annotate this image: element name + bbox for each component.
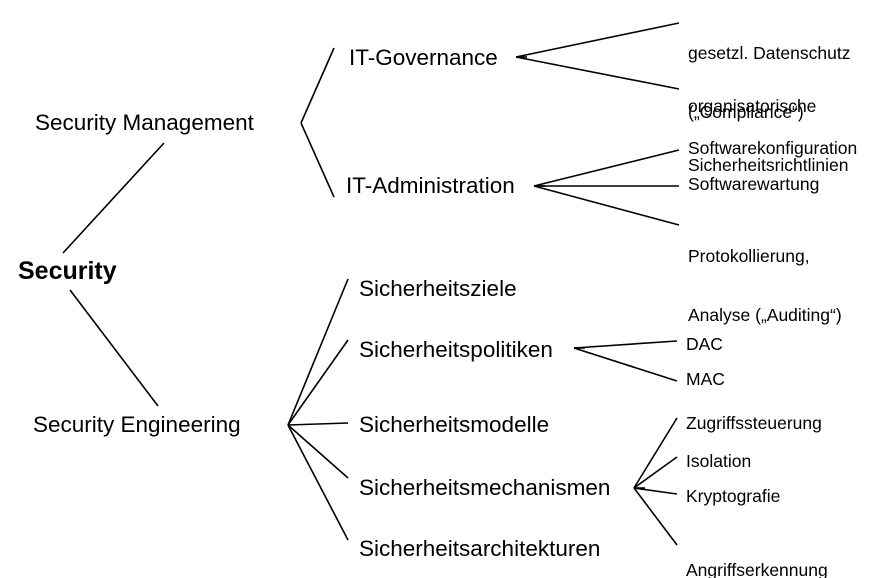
- node-it-administration[interactable]: IT-Administration: [346, 173, 515, 198]
- node-it-governance[interactable]: IT-Governance: [349, 45, 498, 70]
- edge-engineering-to-sicherheitsmechanismen: [287, 424, 349, 479]
- node-protokollierung-line1: Protokollierung,: [688, 246, 810, 267]
- node-protokollierung-analyse[interactable]: Protokollierung, Analyse („Auditing“): [688, 208, 842, 365]
- node-organisatorische-sicherheitsrichtlinien[interactable]: organisatorische Sicherheitsrichtlinien: [688, 58, 849, 215]
- node-softwarewartung[interactable]: Softwarewartung: [688, 174, 820, 194]
- edge-politiken-to-mac: [573, 347, 678, 382]
- node-security-management[interactable]: Security Management: [35, 110, 254, 135]
- edge-governance-to-richtlinien: [515, 56, 680, 90]
- edge-engineering-to-sicherheitspolitiken: [287, 339, 349, 426]
- node-gesetzl-datenschutz[interactable]: gesetzl. Datenschutz („Compliance“): [688, 5, 850, 162]
- edge-engineering-to-sicherheitsziele: [287, 278, 349, 426]
- edge-root-to-security-management: [62, 142, 165, 254]
- edge-mechanismen-to-isolation: [633, 456, 678, 489]
- edge-mechanismen-to-angriffserkennung: [633, 487, 678, 546]
- edge-engineering-to-sicherheitsarchitekturen: [287, 424, 349, 541]
- node-gesetzl-datenschutz-line2: („Compliance“): [688, 101, 804, 122]
- node-isolation[interactable]: Isolation: [686, 451, 752, 471]
- edge-administration-to-protokollierung: [533, 185, 680, 226]
- node-kryptografie[interactable]: Kryptografie: [686, 486, 781, 506]
- node-gesetzl-datenschutz-line1: gesetzl. Datenschutz: [688, 43, 851, 64]
- node-security-root[interactable]: Security: [18, 257, 117, 285]
- node-security-engineering[interactable]: Security Engineering: [33, 412, 241, 437]
- edge-root-to-security-engineering: [69, 289, 159, 407]
- node-sicherheitsmodelle[interactable]: Sicherheitsmodelle: [359, 412, 550, 437]
- node-dac[interactable]: DAC: [686, 334, 723, 354]
- node-sicherheitspolitiken[interactable]: Sicherheitspolitiken: [359, 337, 553, 362]
- edge-mechanismen-to-kryptografie: [633, 487, 678, 495]
- edge-management-to-it-administration: [300, 122, 335, 198]
- edge-governance-to-datenschutz: [515, 22, 680, 58]
- edge-engineering-to-sicherheitsmodelle: [287, 422, 349, 426]
- node-sicherheitsmechanismen[interactable]: Sicherheitsmechanismen: [359, 475, 611, 500]
- edge-politiken-to-dac: [573, 340, 678, 349]
- edge-mechanismen-to-zugriffssteuerung: [633, 417, 678, 489]
- node-softwarekonfiguration[interactable]: Softwarekonfiguration: [688, 138, 858, 158]
- node-protokollierung-line2: Analyse („Auditing“): [688, 304, 842, 325]
- node-sicherheitsarchitekturen[interactable]: Sicherheitsarchitekturen: [359, 536, 601, 561]
- node-organisatorische-line1: organisatorische: [688, 96, 817, 117]
- node-organisatorische-line2: Sicherheitsrichtlinien: [688, 154, 849, 175]
- node-zugriffssteuerung[interactable]: Zugriffssteuerung: [686, 413, 822, 433]
- node-mac[interactable]: MAC: [686, 369, 725, 389]
- node-angriffserkennung[interactable]: Angriffserkennung (Intrusion Detection): [686, 522, 844, 578]
- node-sicherheitsziele[interactable]: Sicherheitsziele: [359, 276, 517, 301]
- edge-management-to-it-governance: [300, 47, 335, 124]
- edge-administration-to-softwarekonfiguration: [533, 149, 680, 187]
- node-angriffserkennung-line1: Angriffserkennung: [686, 560, 828, 578]
